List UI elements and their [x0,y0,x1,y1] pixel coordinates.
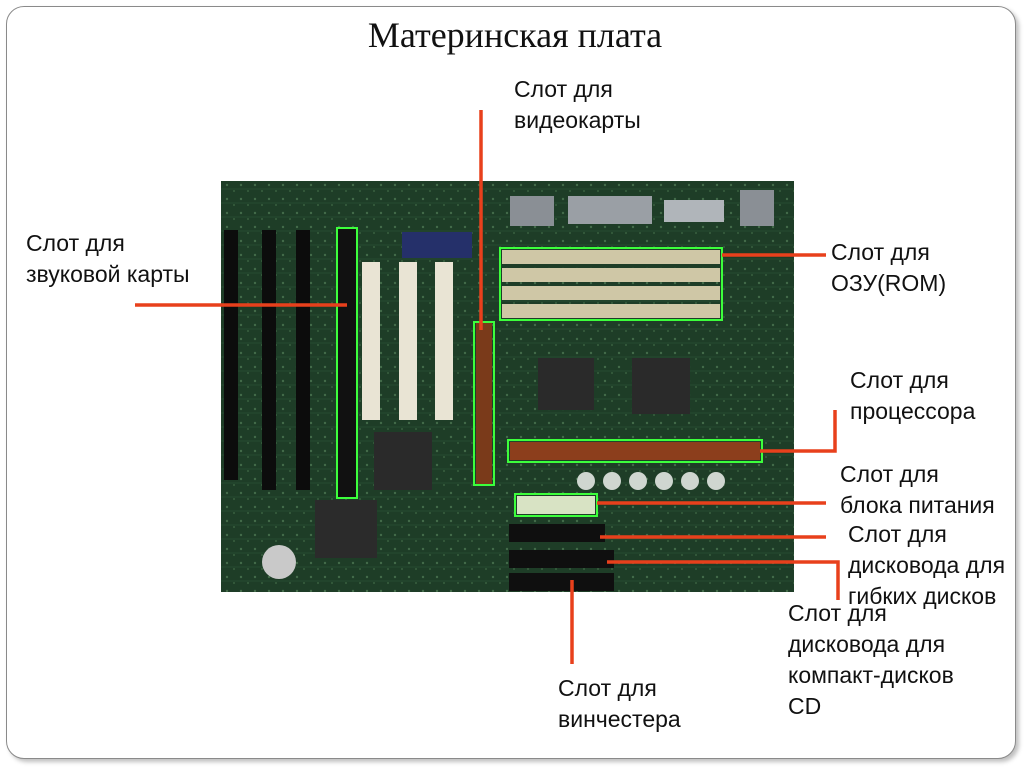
chip [315,500,377,558]
bios-chip [402,232,472,258]
label-line: Слот для [788,600,887,626]
label-line: процессора [850,398,976,424]
slide-title: Материнская плата [367,15,663,55]
label-line: Слот для [831,239,930,265]
label-line: CD [788,693,822,719]
capacitors [577,472,725,490]
label-line: Слот для [514,76,613,102]
label-line: блока питания [840,492,995,518]
label-sound-slot: Слот для звуковой карты [26,228,190,290]
label-line: дисковода для [848,552,1006,578]
label-line: винчестера [558,706,681,732]
floppy-header [509,573,614,591]
battery [262,545,296,579]
chip [632,358,690,414]
pci-slots [362,262,453,420]
label-line: Слот для [848,521,947,547]
label-hdd-slot: Слот для винчестера [558,673,681,735]
label-floppy-slot: Слот для дисковода для гибких дисков [848,519,1005,612]
isa-slots [224,228,356,498]
pointer-cd [607,560,840,600]
label-cd-slot: Слот для дисковода для компакт-дисков CD [788,598,954,722]
label-line: дисковода для [788,631,946,657]
pointer-lines [135,110,840,664]
pointer-cpu [760,410,837,453]
label-line: компакт-дисков [788,662,954,688]
io-ports [510,190,774,226]
ide-header [509,524,605,542]
cpu-slot [510,442,760,460]
label-power-slot: Слот для блока питания [840,459,995,521]
label-line: Слот для [558,675,657,701]
ide-header [509,550,614,568]
label-ram-slot: Слот для ОЗУ(ROM) [831,237,946,299]
chip [538,358,594,410]
ram-slots [502,250,720,318]
label-line: Слот для [840,461,939,487]
label-video-slot: Слот для видеокарты [514,74,641,136]
label-line: видеокарты [514,107,641,133]
label-line: Слот для [26,230,125,256]
label-line: гибких дисков [848,583,997,609]
label-cpu-slot: Слот для процессора [850,365,975,427]
label-line: звуковой карты [26,261,190,287]
chip [374,432,432,490]
label-line: ОЗУ(ROM) [831,270,947,296]
power-connector [517,496,595,514]
motherboard-image [221,181,794,592]
label-line: Слот для [850,367,949,393]
agp-slot [476,322,492,484]
